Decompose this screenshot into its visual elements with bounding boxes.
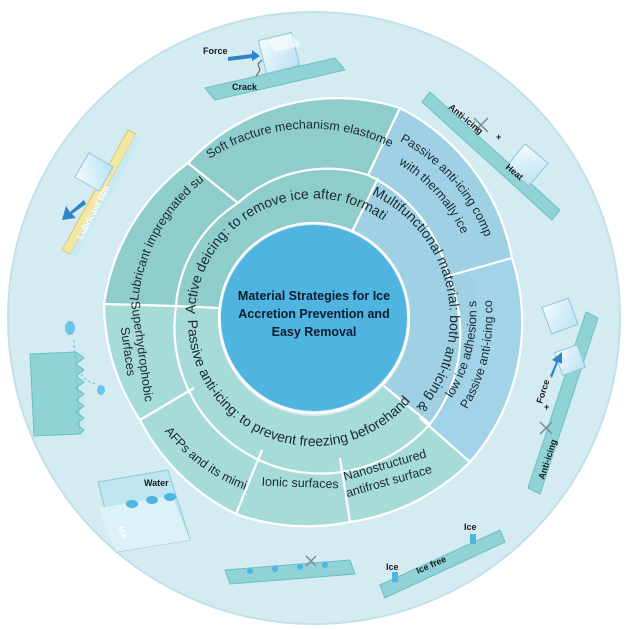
sector-multifunctional [352,178,478,424]
sector-low-adhesion [420,258,523,462]
sector-thermal [368,108,512,276]
cross-icon-stroke [473,117,489,133]
dividers [102,97,524,528]
drop-icon [126,500,138,508]
center-title-line2: Accretion Prevention and [238,307,389,321]
force-right-arrow-icon [550,352,562,378]
plate-left-top [70,134,142,257]
sector-nanostructured [340,418,470,522]
ice-bottom-right-label: Ice [464,522,477,532]
water-label: Water [144,478,169,488]
center-disk [221,225,407,411]
plate-textured [29,351,81,437]
nano-dot-icon [247,568,253,574]
sector-passive [174,306,430,474]
nano-dot-icon-2 [272,566,278,572]
ice-cube-heat [505,143,549,187]
surface-texture [75,351,85,435]
sector-afps [140,388,262,514]
ice-cube-left [74,152,114,192]
ice-cube-right-2 [553,343,587,377]
sector-superhydrophobic [104,304,194,420]
ice-bit-icon-2 [470,534,476,544]
sector-soft-fracture [188,98,400,203]
plus-top-label: + [496,132,501,142]
arrow-left-icon [62,200,86,220]
ice-bottom-left-label: Ice [386,562,399,572]
crack-line [255,59,263,77]
illustration-crack: Force Crack [203,31,346,101]
illustration-nanostructured [224,555,356,585]
illustration-heat: Anti-icing + Heat [421,91,561,221]
force-arrow-icon [228,50,260,61]
illustration-ice-free: Ice Ice free Ice [379,522,506,599]
center-title-line1: Material Strategies for Ice [238,289,390,303]
illustration-superhydrophobic [29,321,105,437]
droplet-icon-2 [97,385,105,395]
ice-layer [98,496,190,552]
sector-active [175,163,378,308]
ice-left-label: Ice [116,525,130,540]
sector-lubricant [104,163,238,306]
drop-icon-3 [164,493,176,501]
force-top-label: Force [203,46,228,56]
droplet-icon [65,321,75,335]
middle-ring [174,163,478,474]
outer-ring [104,98,523,527]
center-title-line3: Easy Removal [272,325,357,339]
crack-label: Crack [232,82,258,92]
plate-top [204,57,346,101]
illustration-water-ice: Water Ice [97,469,191,553]
cross-bottom-icon-stroke [305,555,317,567]
cross-right-icon-stroke [539,421,553,435]
nano-dot-icon-4 [322,562,328,568]
plate-bottom-right [379,529,506,599]
label-ionic: Ionic surfaces [261,475,339,492]
nano-dot-icon-3 [297,564,303,570]
ice-cube-top-face [268,34,300,52]
droplet-path-icon [73,339,97,385]
plus-right-label: + [544,402,549,412]
drop-icon-2 [146,496,158,504]
ice-bit-icon [392,572,398,582]
label-superhydrophobic-line2: Surfaces [118,326,139,377]
ice-cube-right-1 [541,297,579,335]
illustration-force-right: Force + Anti-icing [527,297,599,495]
